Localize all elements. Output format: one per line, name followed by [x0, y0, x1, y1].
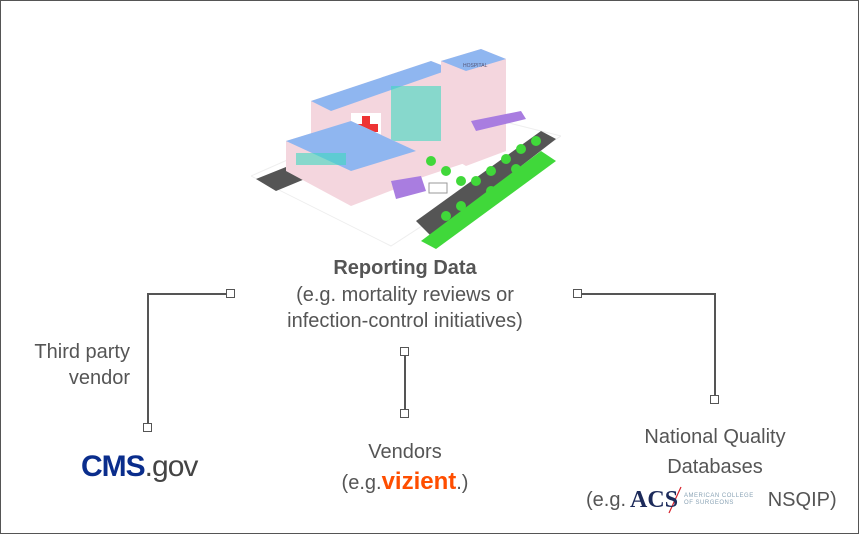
acs-logo-mark: ACS — [630, 486, 679, 513]
connector-node — [143, 423, 152, 432]
connector-node — [226, 289, 235, 298]
right-prefix: (e.g. — [586, 488, 627, 511]
cms-logo-mark: CMS — [81, 450, 146, 483]
cms-logo-domain: .gov — [144, 450, 199, 483]
connector-line — [148, 293, 230, 295]
middle-prefix: (e.g. — [341, 472, 382, 494]
cms-logo: CMS.gov — [81, 450, 199, 484]
middle-line1: Vendors — [368, 441, 442, 463]
connector-node — [573, 289, 582, 298]
center-line1: (e.g. mortality reviews or — [296, 284, 514, 306]
middle-line2: (e.g.vizient.) — [342, 469, 469, 496]
left-line1: Third party — [34, 341, 130, 363]
center-line2: infection-control initiatives) — [287, 310, 523, 332]
acs-logo-text: AMERICAN COLLEGE OF SURGEONS — [684, 493, 754, 507]
right-line1: National Quality — [644, 426, 786, 448]
connector-node — [710, 395, 719, 404]
right-suffix: NSQIP) — [767, 488, 837, 511]
left-line2: vendor — [68, 367, 130, 389]
connector-line — [578, 293, 716, 295]
connector-node — [400, 347, 409, 356]
center-title: Reporting Data — [333, 257, 477, 279]
right-line3: (e.g. ACS AMERICAN COLLEGE OF SURGEONS N… — [586, 486, 837, 514]
connector-line — [714, 293, 716, 399]
acs-text1: AMERICAN COLLEGE — [684, 493, 754, 499]
connector-line — [404, 352, 406, 414]
middle-suffix: .) — [456, 472, 469, 494]
right-line2: Databases — [667, 456, 763, 478]
svg-text:HOSPITAL: HOSPITAL — [463, 63, 488, 69]
acs-slash-icon — [668, 486, 682, 514]
acs-text2: OF SURGEONS — [684, 500, 734, 506]
connector-node — [400, 409, 409, 418]
connector-line — [147, 293, 149, 427]
hospital-illustration: HOSPITAL — [251, 49, 561, 249]
vizient-logo: vizient — [381, 468, 457, 495]
